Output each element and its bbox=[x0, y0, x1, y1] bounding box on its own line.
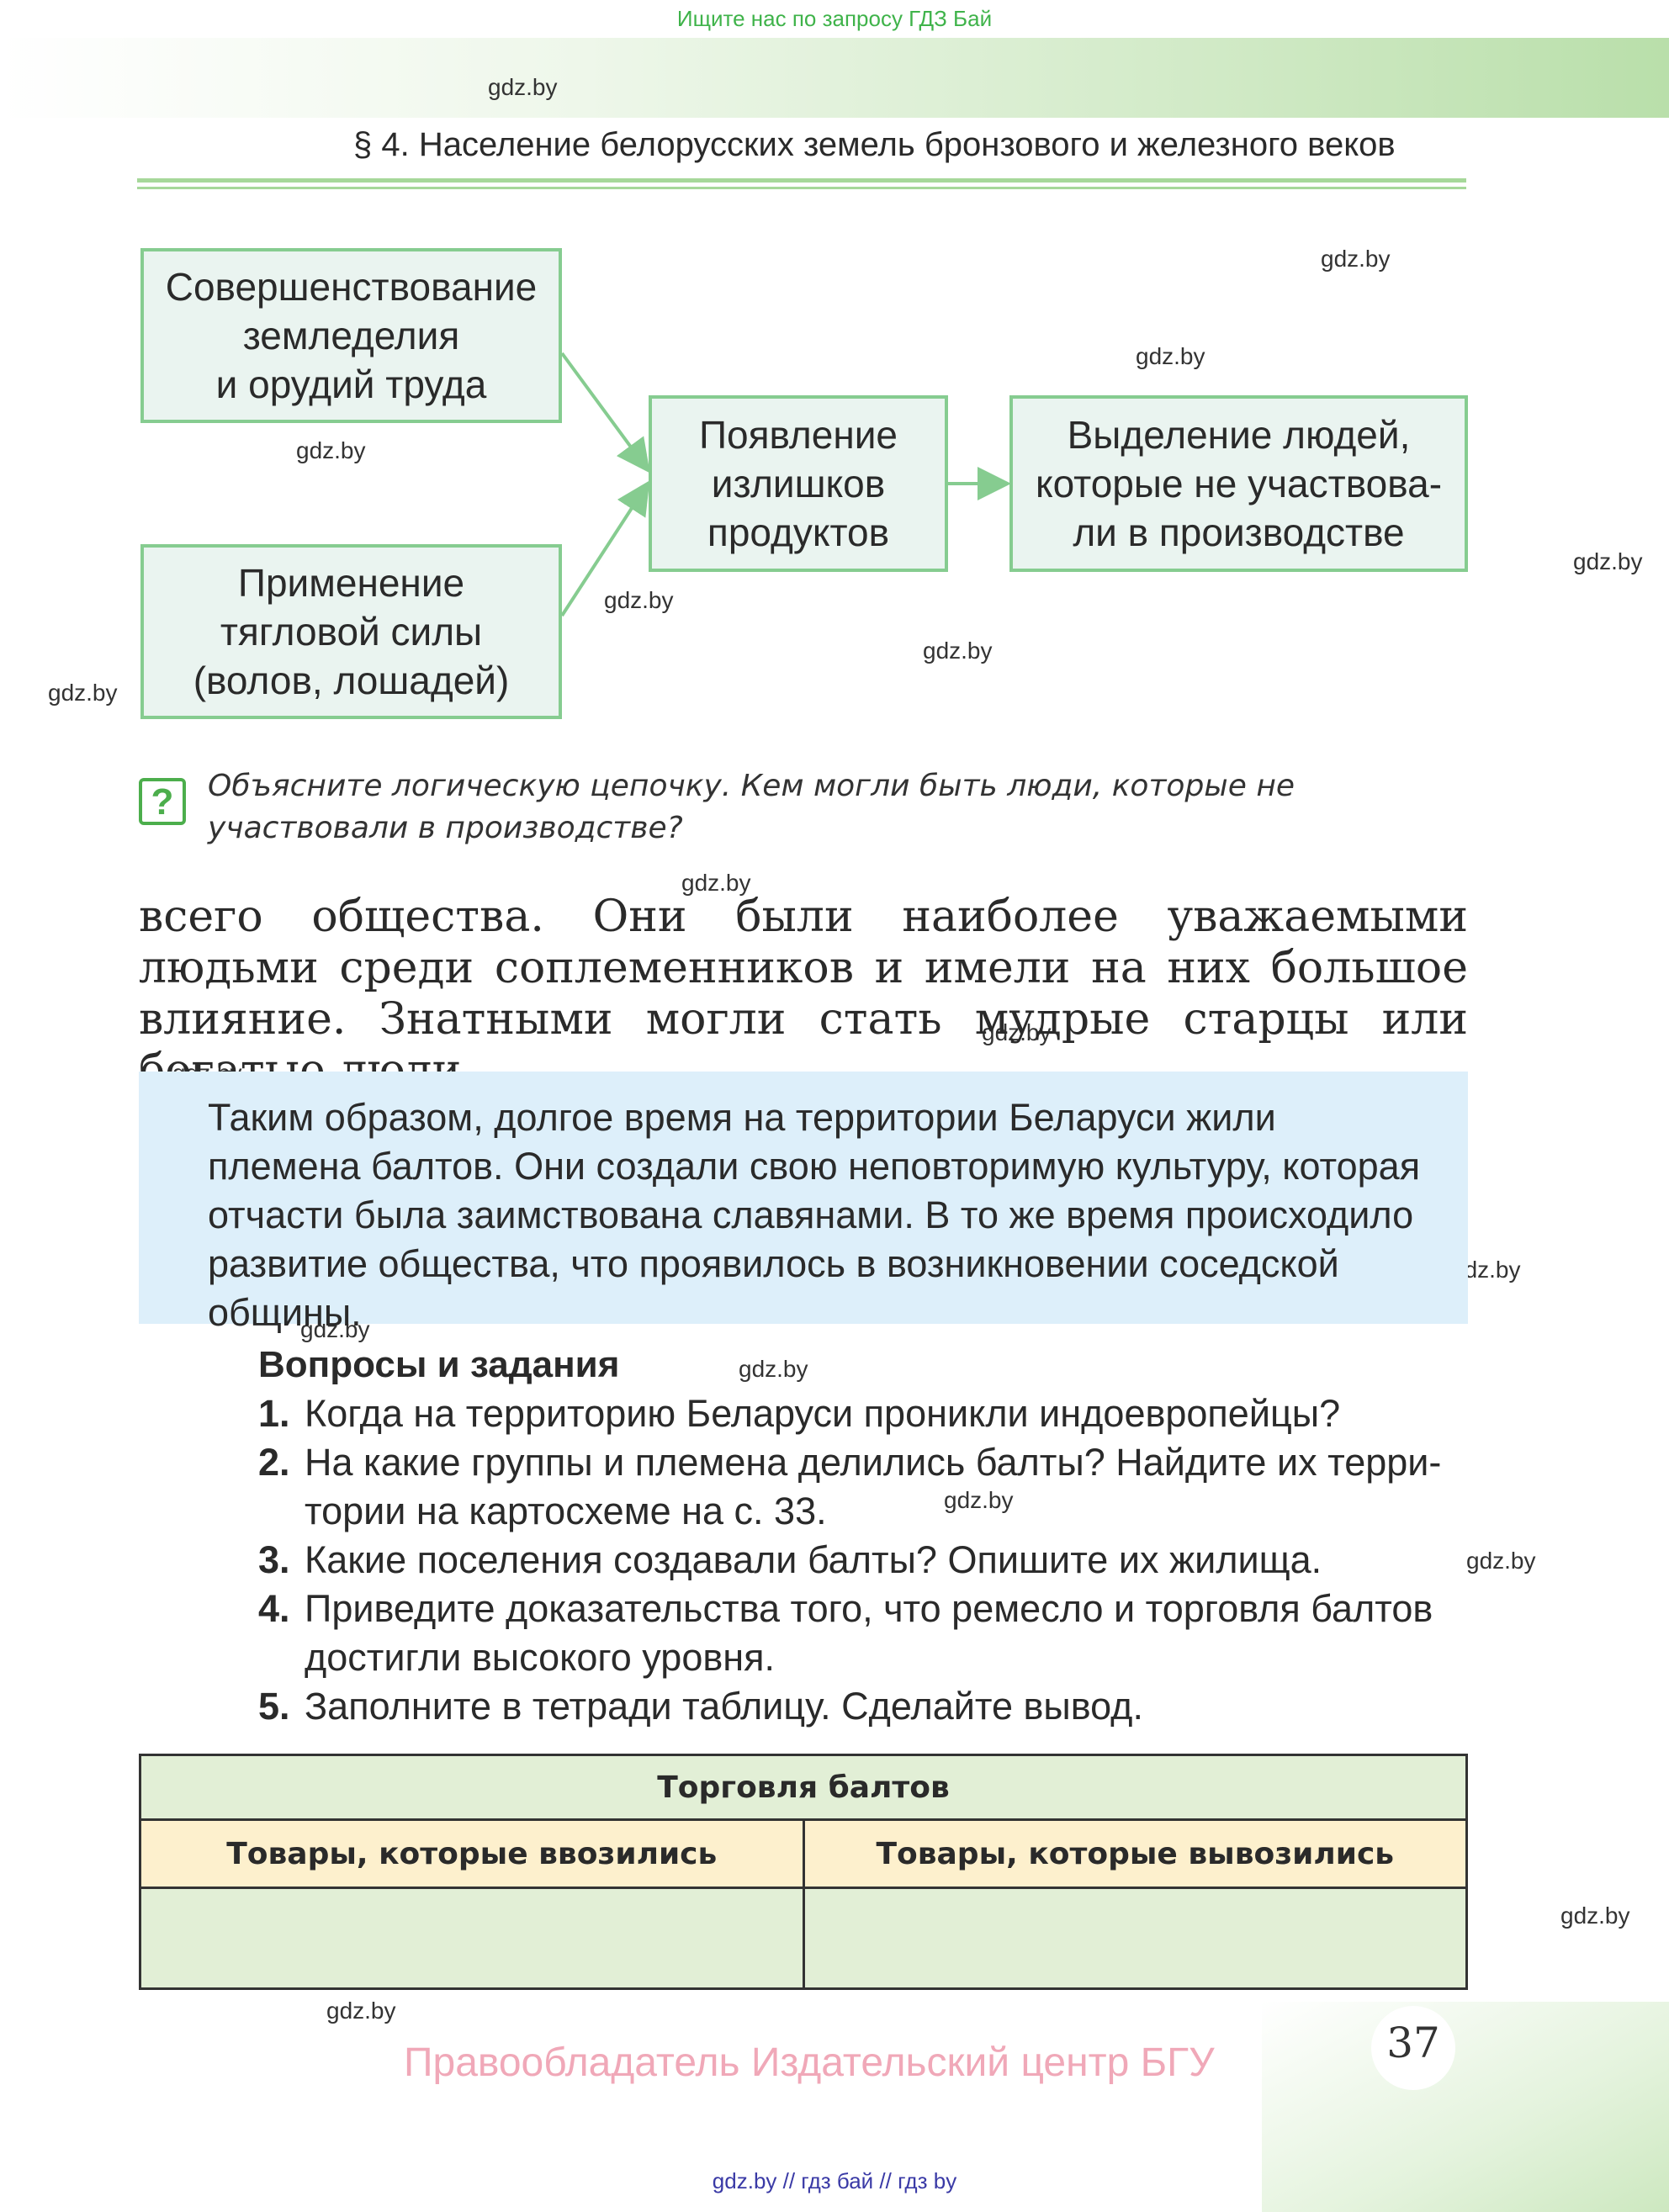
watermark: gdz.by bbox=[739, 1356, 808, 1382]
watermark: gdz.by bbox=[296, 437, 366, 463]
question-text: Когда на территорию Беларуси проникли ин… bbox=[305, 1392, 1341, 1435]
list-item: 3. Какие поселения создавали балты? Опиш… bbox=[258, 1536, 1470, 1585]
question-number: 1. bbox=[258, 1392, 290, 1435]
chapter-title: § 4. Население белорусских земель бронзо… bbox=[353, 126, 1396, 163]
question-text: На какие группы и племена делились балты… bbox=[305, 1441, 1442, 1532]
arrow-box1-to-box3 bbox=[560, 352, 650, 474]
column-header-exports: Товары, которые вывозились bbox=[802, 1818, 1468, 1889]
table-title: Торговля балтов bbox=[139, 1754, 1468, 1821]
summary-text: Таким образом, долгое время на территори… bbox=[208, 1096, 1421, 1334]
question-number: 4. bbox=[258, 1587, 290, 1630]
question-number: 3. bbox=[258, 1538, 290, 1581]
page-number: 37 bbox=[1386, 2019, 1440, 2067]
watermark: gdz.by bbox=[1560, 1902, 1630, 1929]
watermark: gdz.by bbox=[1321, 246, 1391, 272]
copyright-notice: Правообладатель Издательский центр БГУ bbox=[404, 2040, 1215, 2085]
question-number: 5. bbox=[258, 1685, 290, 1728]
watermark: gdz.by bbox=[982, 1019, 1052, 1045]
list-item: 1. Когда на территорию Беларуси проникли… bbox=[258, 1389, 1470, 1438]
questions-list: 1. Когда на территорию Беларуси проникли… bbox=[258, 1389, 1470, 1731]
watermark: gdz.by bbox=[488, 74, 558, 100]
list-item: 4. Приведите доказательства того, что ре… bbox=[258, 1585, 1470, 1682]
watermark: gdz.by bbox=[48, 680, 118, 706]
list-item: 2. На какие группы и племена делились ба… bbox=[258, 1438, 1470, 1536]
header-rule-thin bbox=[137, 187, 1466, 189]
diagram-box-agriculture: Совершенствование земледелия и орудий тр… bbox=[140, 248, 562, 423]
arrow-box2-to-box3 bbox=[560, 480, 650, 617]
header-band bbox=[0, 38, 1669, 118]
watermark: gdz.by bbox=[1573, 548, 1643, 574]
table-cell-imports bbox=[139, 1887, 805, 1990]
diagram-box-surplus: Появление излишков продуктов bbox=[649, 395, 948, 572]
watermark: gdz.by bbox=[944, 1487, 1014, 1513]
header-rule bbox=[137, 178, 1466, 183]
body-paragraph: всего общества. Они были наиболее уважае… bbox=[139, 892, 1468, 1096]
page-number-circle bbox=[1371, 2006, 1455, 2090]
column-header-imports: Товары, которые ввозились bbox=[139, 1818, 805, 1889]
questions-heading: Вопросы и задания bbox=[258, 1344, 620, 1385]
question-mark-icon: ? bbox=[139, 778, 186, 825]
question-prompt-text: Объясните логическую цепочку. Кем могли … bbox=[208, 769, 1295, 845]
diagram-box-draft-power: Применение тягловой силы (волов, лошадей… bbox=[140, 544, 562, 719]
footer-links[interactable]: gdz.by // гдз бай // гдз by bbox=[712, 2168, 957, 2193]
diagram-arrows bbox=[560, 352, 1011, 617]
question-text: Приведите доказательства того, что ремес… bbox=[305, 1587, 1433, 1679]
question-number: 2. bbox=[258, 1441, 290, 1484]
question-text: Какие поселения создавали балты? Опишите… bbox=[305, 1538, 1322, 1581]
watermark: gdz.by bbox=[923, 638, 993, 664]
watermark: gdz.by bbox=[1136, 343, 1205, 369]
watermark: gdz.by bbox=[326, 1998, 396, 2024]
watermark: gdz.by bbox=[604, 587, 674, 613]
top-banner: Ищите нас по запросу ГДЗ Бай bbox=[676, 6, 993, 31]
list-item: 5. Заполните в тетради таблицу. Сделайте… bbox=[258, 1682, 1470, 1731]
watermark: gdz.by bbox=[681, 870, 751, 896]
trade-table: Торговля балтов Товары, которые ввозилис… bbox=[139, 1754, 1468, 1990]
footer-decoration bbox=[1262, 2002, 1669, 2212]
question-text: Заполните в тетради таблицу. Сделайте вы… bbox=[305, 1685, 1143, 1728]
summary-box bbox=[139, 1072, 1468, 1324]
table-cell-exports bbox=[802, 1887, 1468, 1990]
diagram-box-separation: Выделение людей, которые не участвова- л… bbox=[1009, 395, 1468, 572]
watermark: gdz.by bbox=[1466, 1548, 1536, 1574]
